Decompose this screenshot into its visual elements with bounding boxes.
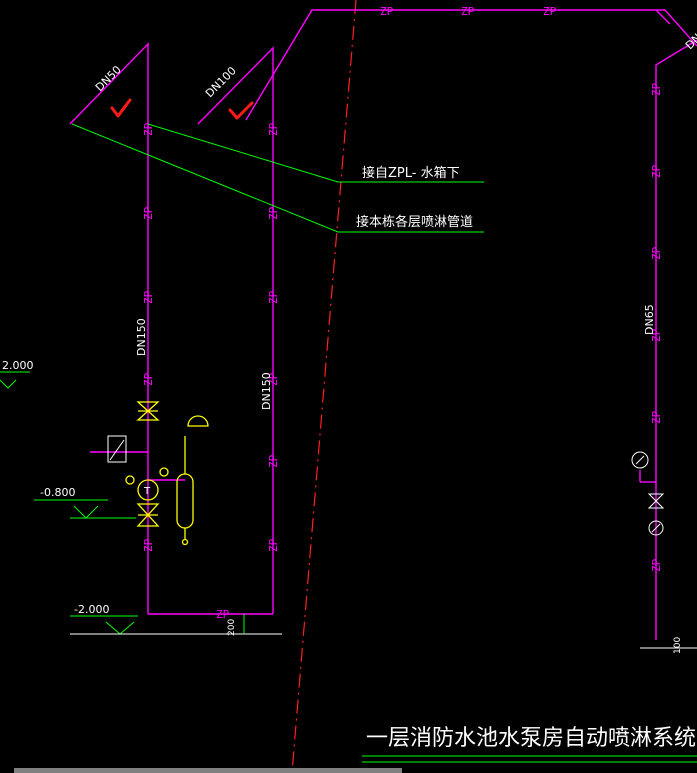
zp-label: ZP <box>142 290 155 304</box>
zp-label: ZP <box>650 410 663 424</box>
zp-labels: ZP ZP ZP ZP <box>216 5 557 621</box>
leader-top <box>147 123 484 183</box>
dn150-right-label: DN150 <box>260 372 273 410</box>
alarm-valve-mark: T <box>143 486 151 497</box>
elev-mid: -0.800 <box>40 486 75 499</box>
zp-label: ZP <box>267 372 280 386</box>
drain-icon <box>181 538 189 546</box>
valve-assembly-left: T <box>107 401 209 546</box>
gauge-small-icon <box>159 467 169 477</box>
riser-right <box>655 39 697 640</box>
zp-label: ZP <box>650 558 663 572</box>
elev-tri <box>105 621 135 635</box>
zp-label: ZP <box>380 5 394 18</box>
dn-right-tag: DN <box>683 31 697 52</box>
zp-vertical-labels: ZP ZP ZP ZP ZP ZP ZP ZP ZP ZP ZP ZP ZP ZP ZP ZP ZP <box>142 82 663 572</box>
zp-label: ZP <box>142 122 155 136</box>
zp-label: ZP <box>650 82 663 96</box>
pipe-network <box>69 9 697 640</box>
elev-tri <box>73 505 99 519</box>
gate-valve-icon <box>136 503 160 527</box>
leader-lines <box>71 123 484 233</box>
zp-label: ZP <box>461 5 475 18</box>
zp-label: ZP <box>267 538 280 552</box>
flow-switch-icon <box>107 435 127 463</box>
zp-label: ZP <box>650 246 663 260</box>
dim-200: 200 <box>227 619 237 636</box>
zp-label: ZP <box>267 290 280 304</box>
top-branch-right <box>655 9 671 25</box>
zp-label: ZP <box>216 608 230 621</box>
drawing-title: 一层消防水池水泵房自动喷淋系统图 <box>366 726 697 751</box>
top-main-pipe <box>245 9 665 121</box>
zp-label: ZP <box>267 454 280 468</box>
flow-switch-diag <box>109 439 125 461</box>
elev-tri <box>0 379 17 389</box>
horizontal-scrollbar[interactable] <box>14 768 402 773</box>
gauge-small-icon <box>125 475 135 485</box>
retard-chamber-icon <box>176 473 194 529</box>
dn50-label: DN50 <box>93 63 124 94</box>
dim-100: 100 <box>673 637 683 654</box>
gauge-needle <box>651 523 661 533</box>
dn65-label: DN65 <box>643 304 656 335</box>
dn150-left-label: DN150 <box>135 318 148 356</box>
zp-label: ZP <box>142 372 155 386</box>
pressure-gauge-icon <box>631 451 649 469</box>
elev-bottom: -2.000 <box>74 603 109 616</box>
gauge-needle <box>635 455 645 465</box>
zp-label: ZP <box>650 164 663 178</box>
pressure-gauge-icon <box>648 520 664 536</box>
elev-left-top: 2.000 <box>2 359 34 372</box>
check-mark-icon <box>110 98 132 118</box>
riser-mid <box>197 46 274 614</box>
zp-label: ZP <box>650 328 663 342</box>
annotation-top: 接自ZPL- 水箱下 <box>362 165 460 181</box>
annotation-bottom: 接本栋各层喷淋管道 <box>356 214 473 230</box>
water-motor-gong-icon <box>187 415 209 427</box>
zp-label: ZP <box>267 122 280 136</box>
valve-assembly-right <box>631 451 665 536</box>
top-right-diagonal <box>664 9 697 47</box>
check-mark-icon <box>228 101 254 120</box>
zp-label: ZP <box>543 5 557 18</box>
zp-label: ZP <box>142 206 155 220</box>
leader-bottom <box>71 123 484 233</box>
elevation-marks: 2.000 -0.800 -2.000 <box>0 359 282 635</box>
gate-valve-icon <box>647 493 665 509</box>
center-line <box>291 0 357 773</box>
gate-valve-icon <box>136 401 160 421</box>
zp-label: ZP <box>267 206 280 220</box>
zp-label: ZP <box>142 538 155 552</box>
alarm-valve-icon <box>137 479 159 501</box>
riser-left <box>69 42 149 614</box>
dn100-label: DN100 <box>203 64 239 100</box>
